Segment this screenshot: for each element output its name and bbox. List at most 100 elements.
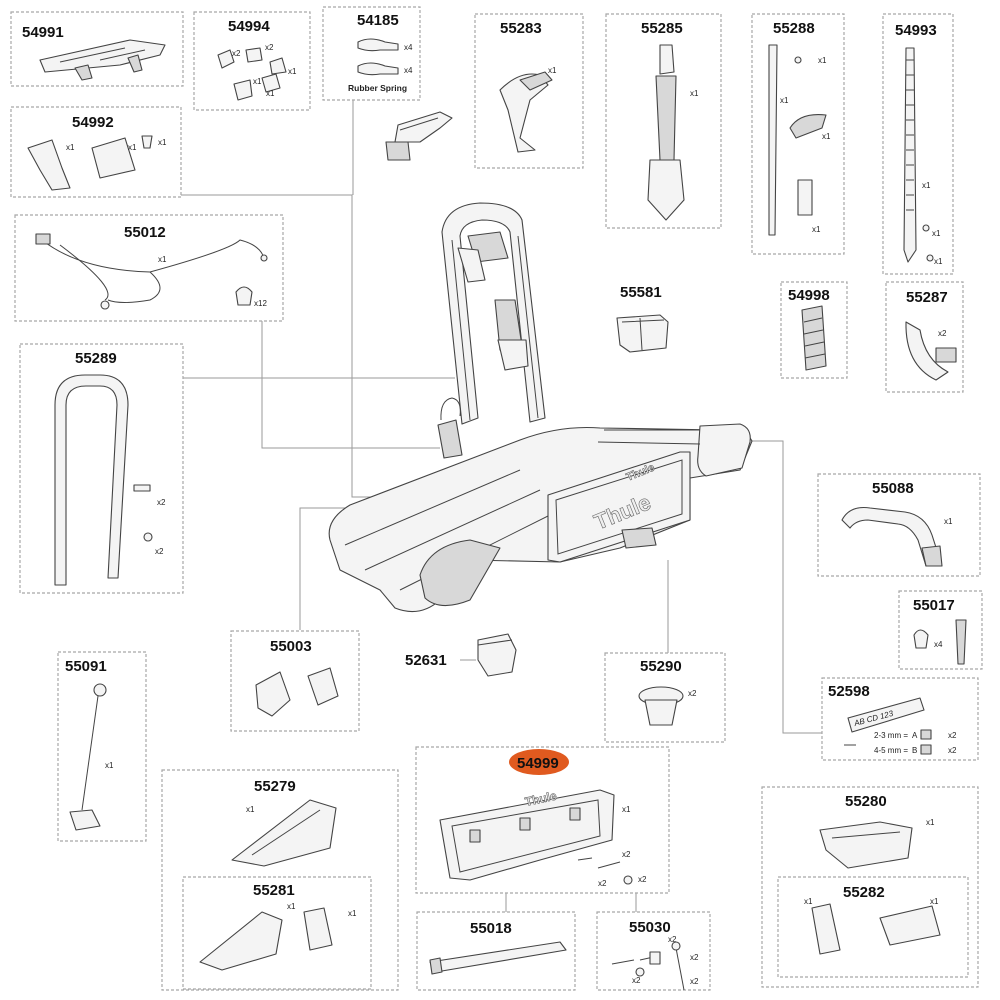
part-quantity: x1	[818, 56, 827, 65]
part-number: 55285	[641, 20, 683, 37]
part-quantity: x1	[105, 761, 114, 770]
part-quantity: x2	[690, 953, 699, 962]
part-quantity: x1	[812, 225, 821, 234]
part-quantity: x1	[66, 143, 75, 152]
part-box-55030[interactable]: 55030 x2 x2 x2 x2	[596, 911, 711, 991]
part-box-54991[interactable]: 54991	[10, 11, 184, 87]
part-quantity: x1	[932, 229, 941, 238]
part-number: 55287	[906, 289, 948, 306]
part-quantity: x1	[158, 138, 167, 147]
part-quantity: x1	[246, 805, 255, 814]
part-illustration-55018	[429, 941, 567, 975]
part-number: 54999	[517, 755, 559, 772]
part-box-55287[interactable]: 55287 x2	[885, 281, 964, 393]
part-number: 54993	[895, 22, 937, 39]
part-illustration-55281	[199, 907, 333, 971]
spec-a-text: 2-3 mm =	[874, 731, 908, 740]
part-quantity: x2	[668, 935, 677, 944]
part-number: 54998	[788, 287, 830, 304]
part-quantity: x4	[404, 43, 413, 52]
part-box-55283[interactable]: 55283 x1	[474, 13, 584, 169]
part-quantity: x1	[690, 89, 699, 98]
part-caption: Rubber Spring	[348, 83, 407, 93]
part-quantity: x2	[948, 746, 957, 755]
part-box-55003[interactable]: 55003	[230, 630, 360, 732]
spec-a-letter: A	[912, 731, 918, 740]
part-number: 55290	[640, 658, 682, 675]
part-box-55012[interactable]: 55012 x1 x12	[14, 214, 284, 322]
part-quantity: x2	[155, 547, 164, 556]
part-number: 55280	[845, 793, 887, 810]
part-box-54994[interactable]: 54994 x2 x2 x1 x1 x1	[193, 11, 311, 111]
part-illustration-55287	[905, 321, 957, 381]
part-illustration-54993	[903, 47, 934, 263]
part-illustration-55017	[913, 619, 967, 665]
part-box-55017[interactable]: 55017 x4	[898, 590, 983, 670]
part-number: 55281	[253, 882, 295, 899]
part-number: 55030	[629, 919, 671, 936]
part-illustration-55279	[231, 799, 337, 867]
part-quantity: x2	[232, 49, 241, 58]
part-quantity: x2	[638, 875, 647, 884]
plate-holder-brand: Thule	[524, 789, 559, 809]
part-illustration-55280	[819, 821, 913, 869]
part-illustration-55091	[69, 683, 107, 831]
part-quantity: x12	[254, 299, 267, 308]
part-box-55288[interactable]: 55288 x1 x1 x1 x1	[751, 13, 845, 255]
part-number: 55088	[872, 480, 914, 497]
part-number: 55017	[913, 597, 955, 614]
part-number: 54185	[357, 12, 399, 29]
part-quantity: x1	[266, 89, 275, 98]
part-quantity: x4	[404, 66, 413, 75]
part-quantity: x1	[944, 517, 953, 526]
part-quantity: x2	[622, 850, 631, 859]
part-number: 55279	[254, 778, 296, 795]
part-box-54999[interactable]: 54999 Thule x1 x2 x2 x2	[415, 746, 670, 894]
part-illustration-52631	[477, 633, 517, 677]
part-quantity: x1	[780, 96, 789, 105]
part-illustration-55003	[255, 667, 339, 717]
part-number: 52598	[828, 683, 870, 700]
part-quantity: x2	[598, 879, 607, 888]
part-quantity: x1	[934, 257, 943, 266]
part-box-54185[interactable]: 54185 x4 x4 Rubber Spring	[322, 6, 421, 101]
part-quantity: x2	[632, 976, 641, 985]
part-box-55091[interactable]: 55091 x1	[57, 651, 147, 842]
part-number: 55282	[843, 884, 885, 901]
part-illustration-55289	[54, 374, 153, 586]
main-bike-carrier-assembly: Thule Thule	[328, 202, 753, 613]
part-box-55088[interactable]: 55088 x1	[817, 473, 981, 577]
part-box-52631[interactable]: 52631	[405, 633, 517, 677]
part-quantity: x2	[157, 498, 166, 507]
part-box-55290[interactable]: 55290 x2	[604, 652, 726, 743]
part-number: 54994	[228, 18, 270, 35]
part-quantity: x1	[253, 77, 262, 86]
part-number: 52631	[405, 652, 447, 669]
part-quantity: x1	[922, 181, 931, 190]
part-number: 55091	[65, 658, 107, 675]
part-quantity: x1	[158, 255, 167, 264]
part-illustration-55030	[611, 941, 685, 991]
part-illustration-55288	[768, 44, 827, 236]
part-illustration-54185-clamp	[385, 111, 453, 161]
part-box-55018[interactable]: 55018	[416, 911, 576, 991]
part-box-55285[interactable]: 55285 x1	[605, 13, 722, 229]
part-quantity: x2	[690, 977, 699, 986]
part-illustration-55290	[638, 686, 684, 726]
part-quantity: x1	[548, 66, 557, 75]
part-box-54992[interactable]: 54992 x1 x1 x1	[10, 106, 182, 198]
part-box-55289[interactable]: 55289 x2 x2	[19, 343, 184, 594]
part-quantity: x2	[265, 43, 274, 52]
part-quantity: x2	[688, 689, 697, 698]
part-box-55581[interactable]: 55581	[616, 284, 669, 353]
part-quantity: x1	[128, 143, 137, 152]
part-illustration-55088	[841, 506, 943, 567]
part-box-54993[interactable]: 54993 x1 x1 x1	[882, 13, 954, 275]
part-box-55282[interactable]: 55282 x1 x1	[777, 876, 969, 978]
part-number: 55581	[620, 284, 662, 301]
part-number: 55288	[773, 20, 815, 37]
part-box-55281[interactable]: 55281 x1 x1	[182, 876, 372, 990]
part-box-54998[interactable]: 54998	[780, 281, 848, 379]
part-box-52598[interactable]: 52598 AB CD 123 2-3 mm = A x2 4-5 mm = B…	[821, 677, 979, 761]
highlight-marker	[509, 749, 569, 775]
